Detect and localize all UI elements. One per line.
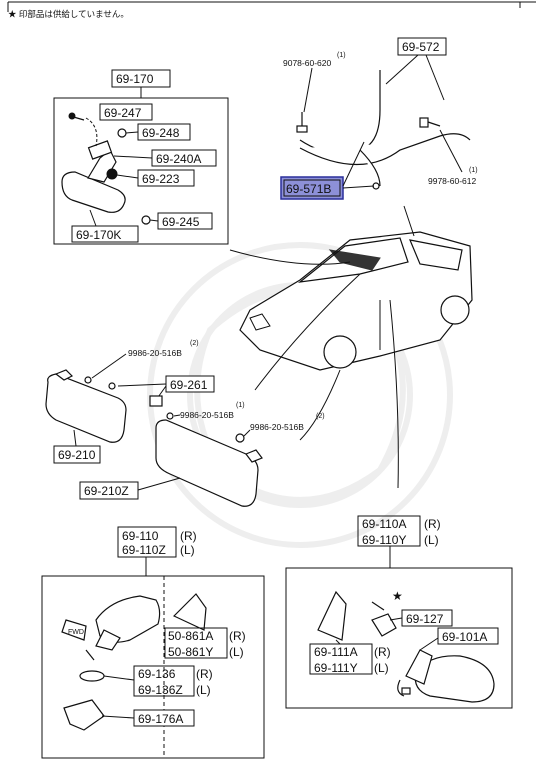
harness-strap-1 bbox=[299, 70, 381, 154]
sun-visor-group: (2) 9986-20-516B 69-210 69-261 (1) 9986-… bbox=[45, 340, 325, 507]
door-mirror-std-group: 69-110 (R) 69-110Z (L) FWD 50-861A (R) 5… bbox=[41, 526, 265, 759]
mirror-clip bbox=[117, 128, 127, 138]
harness-group: 69-572 (1) 9078-60-620 (1) 9978-60-612 6… bbox=[280, 37, 478, 200]
std-base-side-r: (R) bbox=[196, 667, 213, 681]
std-gasket bbox=[63, 699, 105, 731]
part-69-571B: 69-571B bbox=[286, 182, 331, 196]
std-base-l: 69-136Z bbox=[138, 683, 183, 697]
part-69-245: 69-245 bbox=[162, 215, 200, 229]
std-cover-r: 50-861A bbox=[168, 629, 213, 643]
std-side-l: (L) bbox=[180, 543, 195, 557]
harness-bolt-2 bbox=[427, 121, 441, 127]
std-cover-l: 50-861Y bbox=[168, 645, 213, 659]
pwr-bracket-label: 69-127 bbox=[406, 612, 444, 626]
std-base-r: 69-136 bbox=[138, 667, 176, 681]
pwr-cover-side-l: (L) bbox=[374, 661, 389, 675]
bolt2-qty: (1) bbox=[469, 167, 478, 174]
screw-right-code: 9986-20-516B bbox=[250, 422, 304, 432]
pwr-main-r: 69-110A bbox=[362, 517, 406, 531]
part-69-247: 69-247 bbox=[104, 106, 142, 120]
mirror-body bbox=[61, 171, 126, 213]
part-69-223: 69-223 bbox=[142, 172, 180, 186]
door-mirror-power-group: 69-110A (R) 69-110Y (L) ★ 69-127 69-111A… bbox=[285, 515, 513, 709]
visor-left bbox=[45, 373, 127, 443]
visor-right-label: 69-210Z bbox=[84, 484, 129, 498]
std-cover-side-l: (L) bbox=[229, 645, 244, 659]
car-body bbox=[239, 231, 473, 371]
std-base bbox=[79, 670, 105, 682]
part-69-240A: 69-240A bbox=[156, 152, 201, 166]
visor-right bbox=[155, 419, 259, 507]
harness-group-label: 69-572 bbox=[402, 40, 440, 54]
car-illustration bbox=[229, 205, 473, 489]
std-side-r: (R) bbox=[180, 529, 197, 543]
bolt1-qty: (1) bbox=[337, 52, 346, 59]
fwd-label: FWD bbox=[68, 629, 84, 636]
pwr-screw bbox=[371, 601, 385, 611]
mirror-mount bbox=[87, 140, 113, 160]
rearview-mirror-group: 69-170 69-247 69-248 69-240A 69-223 69-2… bbox=[53, 69, 229, 245]
pwr-frame bbox=[285, 567, 513, 709]
std-base-side-l: (L) bbox=[196, 683, 211, 697]
screw-mid-qty: (1) bbox=[236, 402, 245, 409]
visor-left-label: 69-210 bbox=[58, 448, 96, 462]
screw-mid-code: 9986-20-516B bbox=[180, 410, 234, 420]
part-69-170K: 69-170K bbox=[76, 228, 121, 242]
std-screw bbox=[85, 649, 95, 661]
mirror-pad bbox=[106, 168, 118, 180]
pwr-cover-side-r: (R) bbox=[374, 645, 391, 659]
pwr-main-l: 69-110Y bbox=[362, 533, 406, 547]
car-rear-window bbox=[409, 239, 463, 271]
pwr-side-l: (L) bbox=[424, 533, 439, 547]
rearview-group-label: 69-170 bbox=[116, 72, 154, 86]
screw-top-code: 9986-20-516B bbox=[128, 348, 182, 358]
harness-strap-3 bbox=[359, 149, 381, 187]
pwr-cover-l: 69-111Y bbox=[314, 661, 358, 675]
harness-strap-2 bbox=[299, 133, 471, 166]
car-front-wheel bbox=[323, 335, 357, 369]
pwr-cover-r: 69-111A bbox=[314, 645, 358, 659]
bolt1-code: 9078-60-620 bbox=[283, 58, 331, 68]
pwr-star: ★ bbox=[392, 589, 403, 603]
pwr-mirror-body bbox=[414, 655, 495, 703]
pwr-bracket bbox=[371, 613, 397, 637]
bolt2-code: 9978-60-612 bbox=[428, 176, 476, 186]
screw-top-qty: (2) bbox=[190, 340, 199, 347]
std-main-r: 69-110 bbox=[122, 529, 159, 543]
pwr-side-r: (R) bbox=[424, 517, 441, 531]
std-frame bbox=[41, 575, 265, 759]
screw-right-qty: (2) bbox=[316, 413, 325, 420]
mirror-cover-screw bbox=[141, 215, 151, 225]
mirror-stay bbox=[87, 149, 117, 183]
std-gasket-label: 69-176A bbox=[138, 712, 183, 726]
fwd-arrow[interactable] bbox=[61, 619, 87, 641]
std-corner-cover bbox=[172, 593, 207, 631]
visor-bracket-label: 69-261 bbox=[170, 378, 208, 392]
pwr-corner-cover bbox=[317, 590, 347, 641]
part-69-248: 69-248 bbox=[142, 126, 180, 140]
supply-note: ★ 印部品は供給していません。 bbox=[8, 9, 129, 19]
visor-bracket bbox=[149, 395, 163, 407]
std-cover-side-r: (R) bbox=[229, 629, 246, 643]
pwr-glass-label: 69-101A bbox=[442, 630, 487, 644]
std-main-l: 69-110Z bbox=[122, 543, 166, 557]
car-rear-wheel bbox=[440, 295, 470, 325]
